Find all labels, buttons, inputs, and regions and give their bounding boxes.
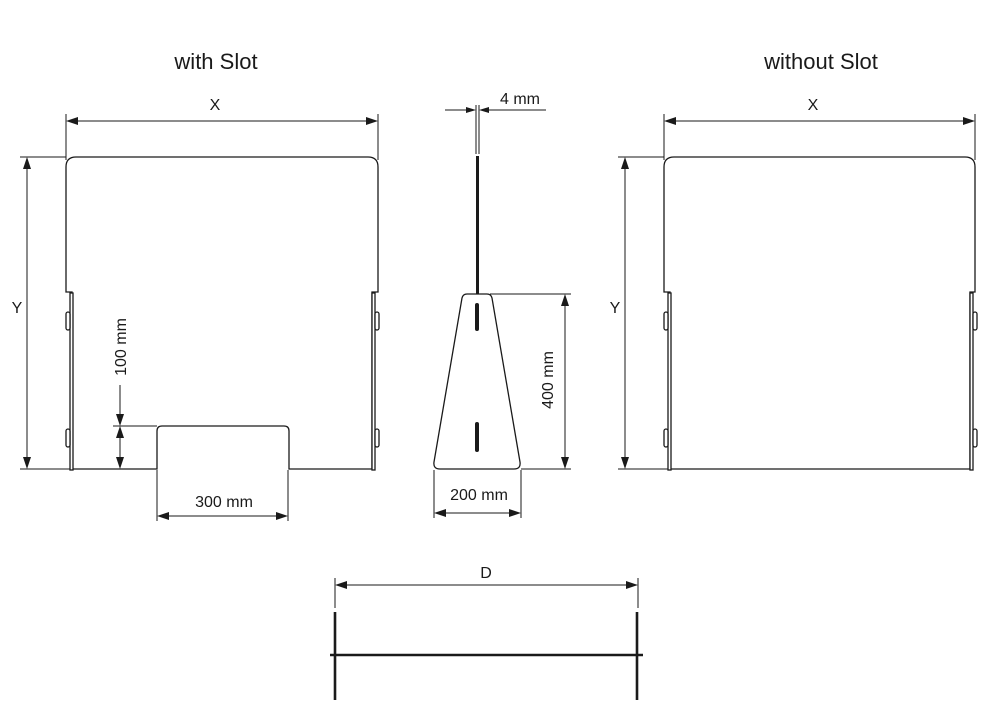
depth-label: D (480, 565, 492, 582)
view-with-slot: with Slot X Y (12, 49, 380, 521)
foot-slot (475, 422, 479, 452)
left-foot-plate (667, 292, 672, 471)
foot-width-label: 200 mm (450, 487, 508, 504)
with-slot-height-dimension: Y (12, 156, 70, 470)
right-foot-plate (371, 292, 376, 471)
clip-icon (972, 428, 978, 448)
clip-icon (663, 428, 669, 448)
foot-height-dimension: 400 mm (490, 293, 571, 470)
without-slot-height-dimension: Y (610, 156, 668, 470)
slot-width-dimension: 300 mm (156, 470, 289, 521)
foot-slot (475, 303, 479, 331)
without-slot-height-label: Y (610, 300, 621, 317)
right-foot-plate (969, 292, 974, 471)
foot-profile (433, 293, 521, 470)
left-foot-plate (69, 292, 74, 471)
foot-width-dimension: 200 mm (433, 470, 522, 518)
without-slot-width-dimension: X (663, 97, 976, 160)
clip-icon (374, 428, 380, 448)
clip-icon (374, 311, 380, 331)
slot-width-label: 300 mm (195, 494, 253, 511)
view-without-slot: without Slot X Y (610, 49, 978, 471)
clip-icon (663, 311, 669, 331)
clip-icon (65, 311, 71, 331)
with-slot-width-label: X (210, 97, 221, 114)
depth-dimension: D (334, 565, 639, 608)
without-slot-title: without Slot (763, 49, 878, 74)
clip-icon (972, 311, 978, 331)
panel-with-slot (65, 156, 379, 470)
with-slot-width-dimension: X (65, 97, 379, 160)
view-top-depth: D (330, 565, 643, 700)
thickness-label: 4 mm (500, 91, 540, 108)
without-slot-width-label: X (808, 97, 819, 114)
clip-icon (65, 428, 71, 448)
foot-height-label: 400 mm (540, 351, 557, 409)
panel-edge (476, 156, 479, 296)
view-side-profile: 4 mm 400 mm 200 mm (433, 91, 571, 518)
panel-without-slot (663, 156, 976, 470)
with-slot-height-label: Y (12, 300, 23, 317)
with-slot-title: with Slot (173, 49, 257, 74)
slot-height-dimension: 100 mm (113, 318, 157, 470)
thickness-dimension: 4 mm (445, 91, 546, 154)
slot-height-label: 100 mm (113, 318, 130, 376)
